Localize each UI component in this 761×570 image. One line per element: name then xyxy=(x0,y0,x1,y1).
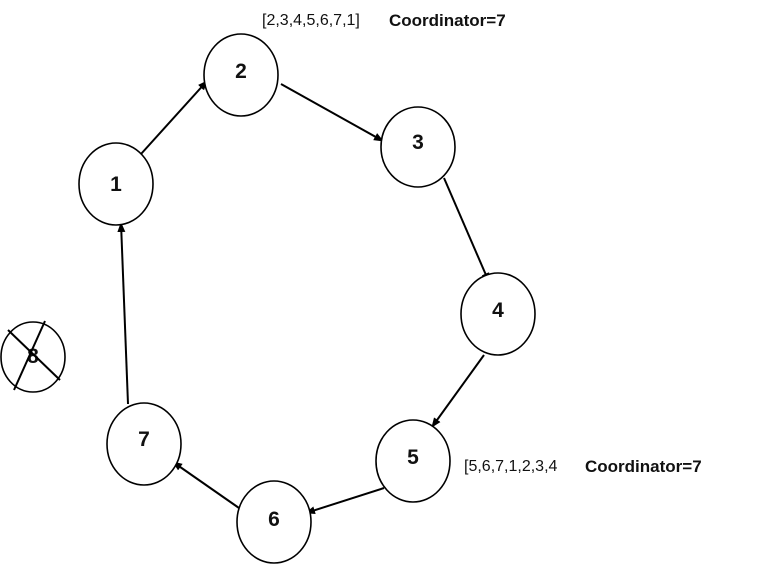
node-3: 3 xyxy=(380,106,456,188)
node-label: 1 xyxy=(110,173,122,196)
node-8-crashed: 8 xyxy=(0,320,66,393)
edge-6-7 xyxy=(172,461,240,509)
coordinator-label: Coordinator=7 xyxy=(389,11,506,30)
node-circle xyxy=(106,402,182,486)
node-6: 6 xyxy=(236,480,312,564)
edge-3-4 xyxy=(443,177,490,283)
annotation-right: [5,6,7,1,2,3,4 Coordinator=7 xyxy=(464,457,702,476)
edges xyxy=(117,80,490,515)
node-circle xyxy=(460,272,536,356)
node-4: 4 xyxy=(460,272,536,356)
edge-2-3 xyxy=(280,83,384,142)
coordinator-label: Coordinator=7 xyxy=(585,457,702,476)
edge-7-1 xyxy=(117,222,129,405)
node-circle xyxy=(236,480,312,564)
node-circle xyxy=(78,142,154,226)
crash-cross-icon xyxy=(13,320,46,391)
edge-4-5 xyxy=(431,354,485,428)
node-circle xyxy=(203,33,279,117)
election-list-label: [5,6,7,1,2,3,4 xyxy=(464,458,558,475)
node-1: 1 xyxy=(78,142,154,226)
edge-5-6 xyxy=(305,487,385,515)
node-label: 6 xyxy=(268,508,280,531)
node-circle xyxy=(375,419,451,503)
node-label: 7 xyxy=(138,428,150,451)
node-label: 3 xyxy=(412,131,424,154)
node-label: 4 xyxy=(492,299,504,322)
node-label: 2 xyxy=(235,60,247,83)
node-circle xyxy=(380,106,456,188)
crash-cross-icon xyxy=(7,329,61,381)
election-list-label: [2,3,4,5,6,7,1] xyxy=(262,12,360,29)
node-2: 2 xyxy=(203,33,279,117)
node-7: 7 xyxy=(106,402,182,486)
node-5: 5 xyxy=(375,419,451,503)
node-label: 5 xyxy=(407,446,419,469)
edge-1-2 xyxy=(140,80,208,155)
annotation-top: [2,3,4,5,6,7,1] Coordinator=7 xyxy=(262,11,506,30)
